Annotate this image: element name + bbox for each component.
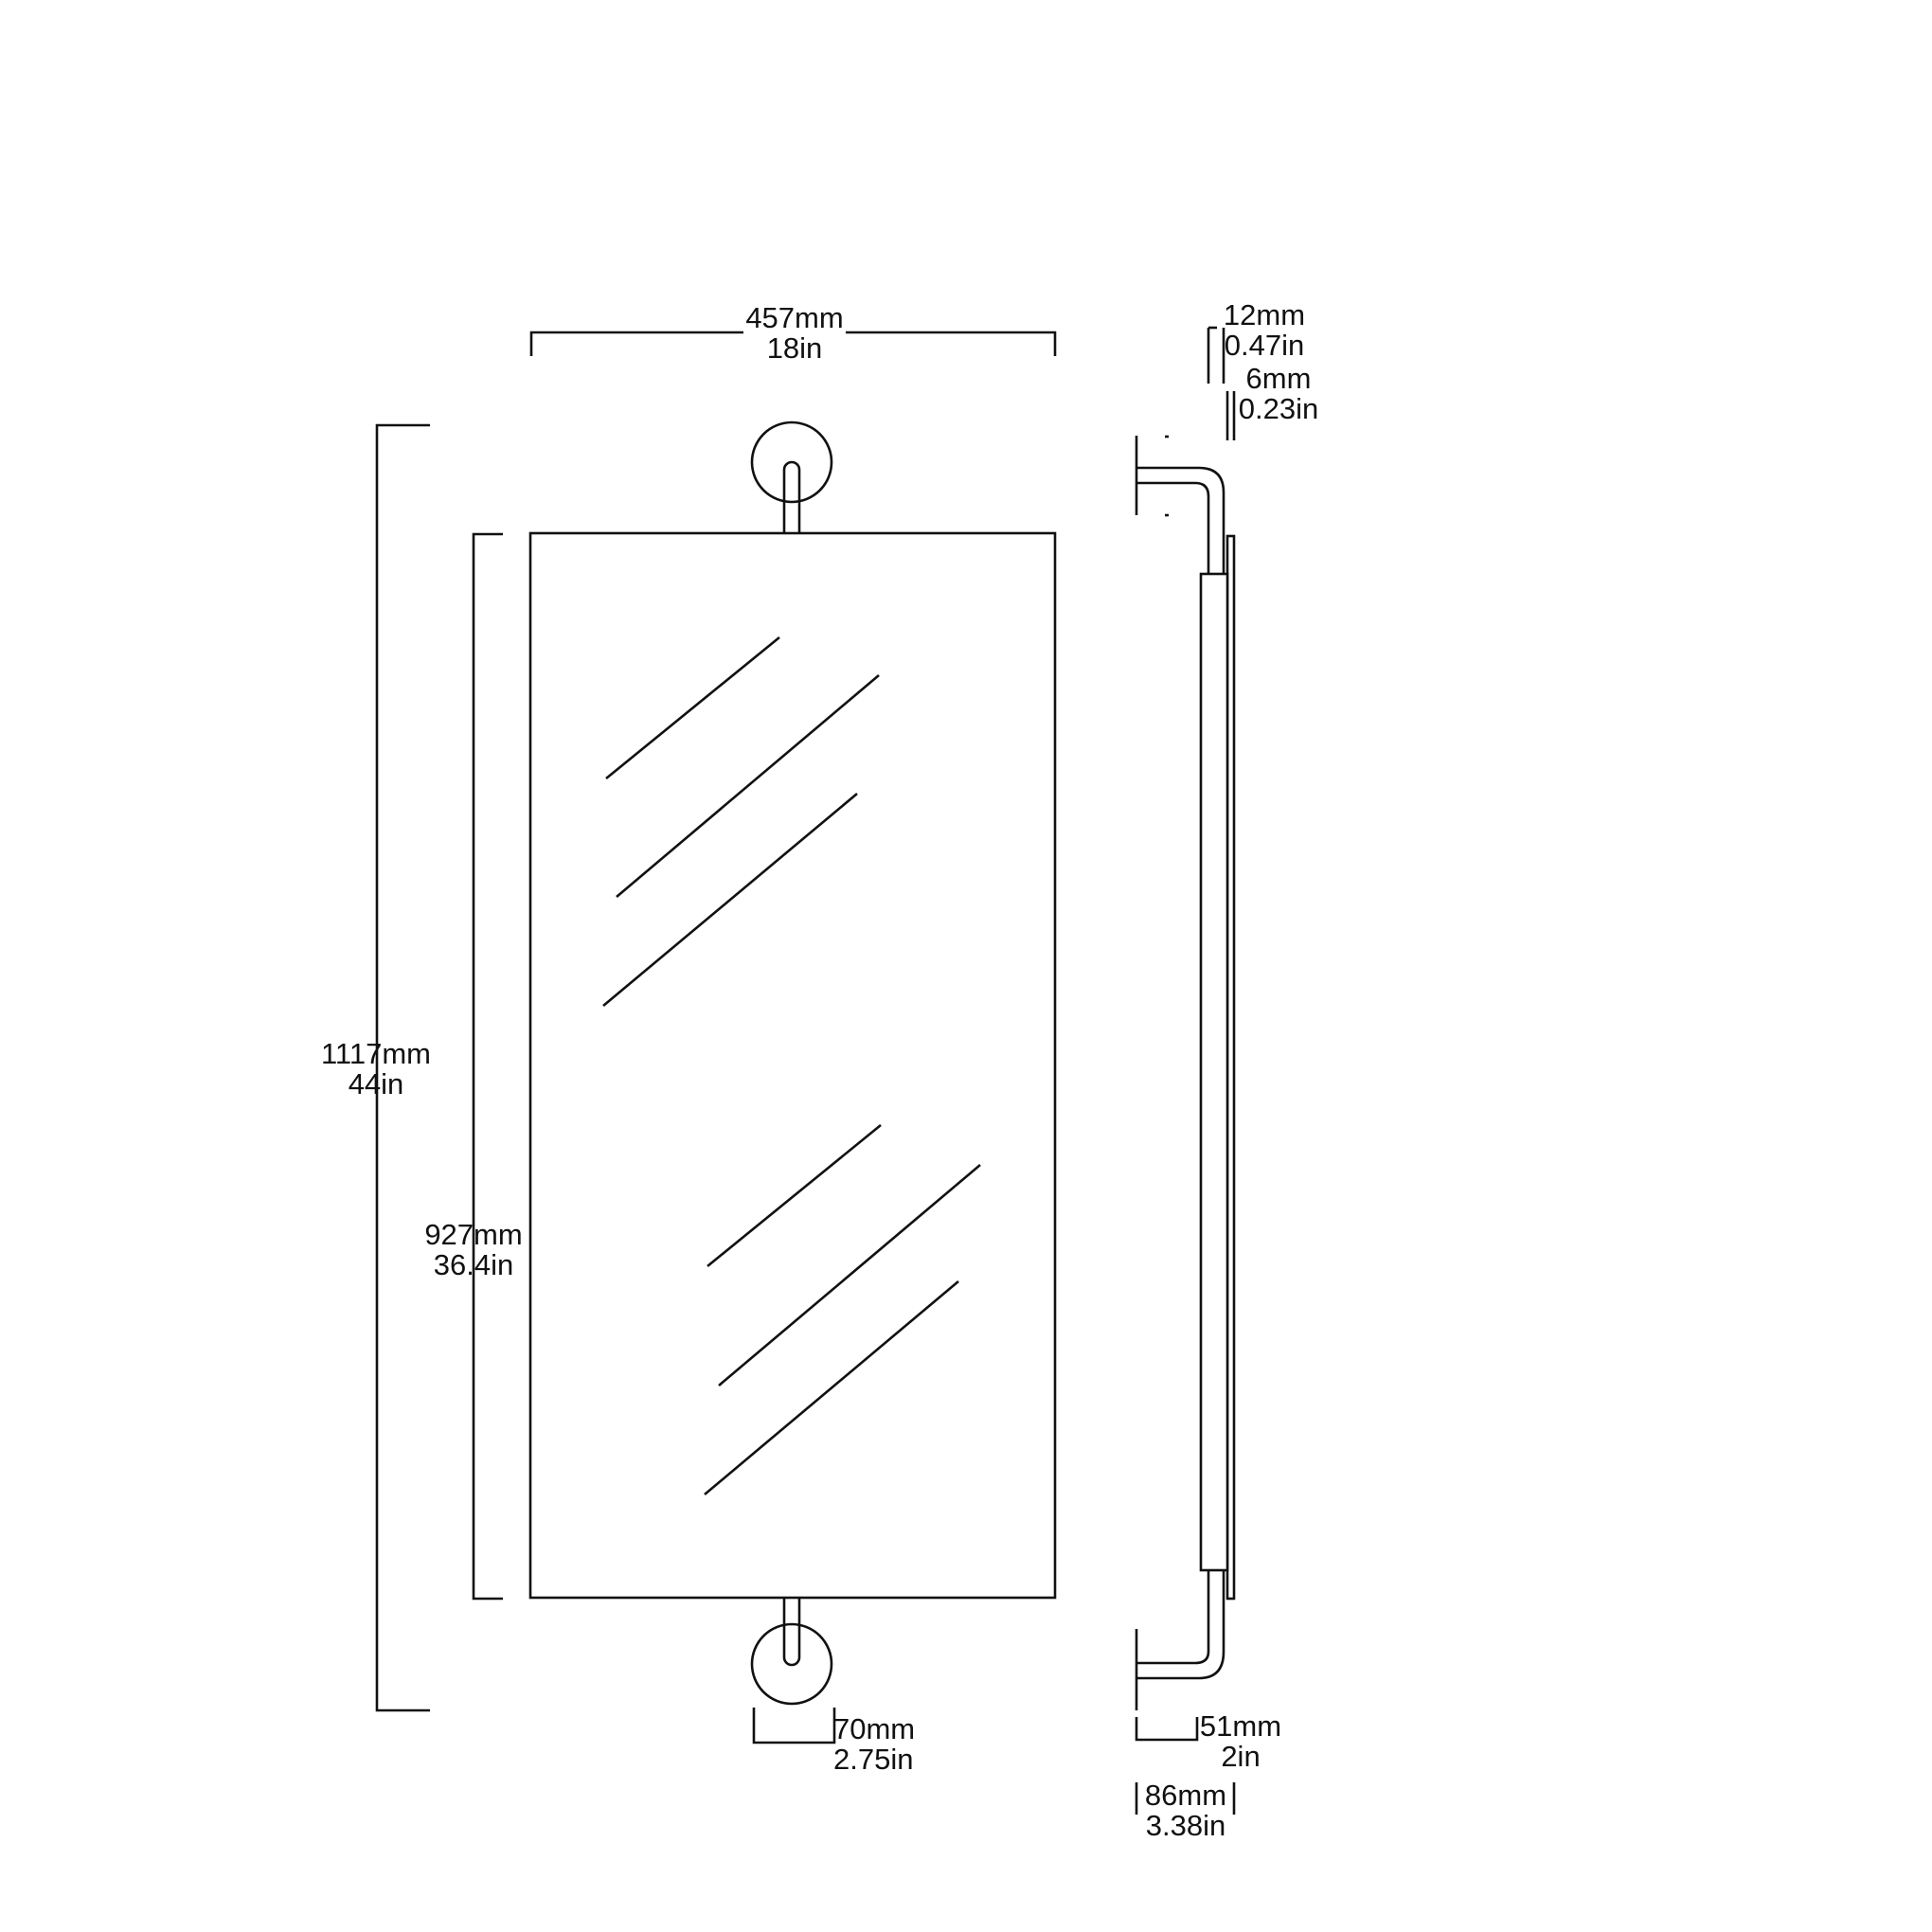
front-view	[528, 420, 1057, 1706]
wall-offset-in-label: 2in	[1221, 1740, 1260, 1773]
total-height-dimension: 1117mm 44in	[321, 423, 431, 1712]
bottom-side-bracket	[1135, 1570, 1225, 1710]
total-height-in-label: 44in	[349, 1067, 404, 1100]
top-side-bracket	[1135, 435, 1225, 574]
total-height-mm-label: 1117mm	[321, 1037, 431, 1070]
mirror-panel	[528, 531, 1057, 1600]
width-in-label: 18in	[767, 331, 823, 365]
total-depth-dimension: 86mm 3.38in	[1135, 1779, 1236, 1842]
total-depth-mm-label: 86mm	[1145, 1779, 1226, 1812]
total-depth-in-label: 3.38in	[1146, 1809, 1225, 1842]
rod-diameter-in-label: 0.47in	[1225, 329, 1304, 362]
mirror-height-in-label: 36.4in	[434, 1248, 513, 1281]
bottom-bracket	[750, 1598, 833, 1706]
bracket-diameter-in-label: 2.75in	[833, 1743, 913, 1776]
rod-diameter-mm-label: 12mm	[1224, 298, 1305, 331]
mirror-thickness-dimension: 6mm 0.23in	[1225, 362, 1318, 440]
width-mm-label: 457mm	[745, 301, 843, 334]
bracket-diameter-dimension: 70mm 2.75in	[752, 1708, 915, 1776]
side-view	[1135, 435, 1236, 1710]
mirror-height-mm-label: 927mm	[424, 1218, 522, 1251]
side-mirror-backing	[1199, 572, 1229, 1572]
mirror-thickness-in-label: 0.23in	[1239, 392, 1318, 425]
mirror-thickness-mm-label: 6mm	[1246, 362, 1312, 395]
rod-diameter-dimension: 12mm 0.47in	[1207, 298, 1305, 384]
mirror-height-dimension: 927mm 36.4in	[424, 532, 523, 1601]
wall-offset-dimension: 51mm 2in	[1135, 1709, 1281, 1773]
wall-offset-mm-label: 51mm	[1200, 1709, 1281, 1743]
bracket-diameter-mm-label: 70mm	[833, 1712, 915, 1745]
glass-reflection-lines	[602, 635, 981, 1495]
width-dimension: 457mm 18in	[529, 301, 1057, 365]
top-bracket	[750, 420, 833, 533]
